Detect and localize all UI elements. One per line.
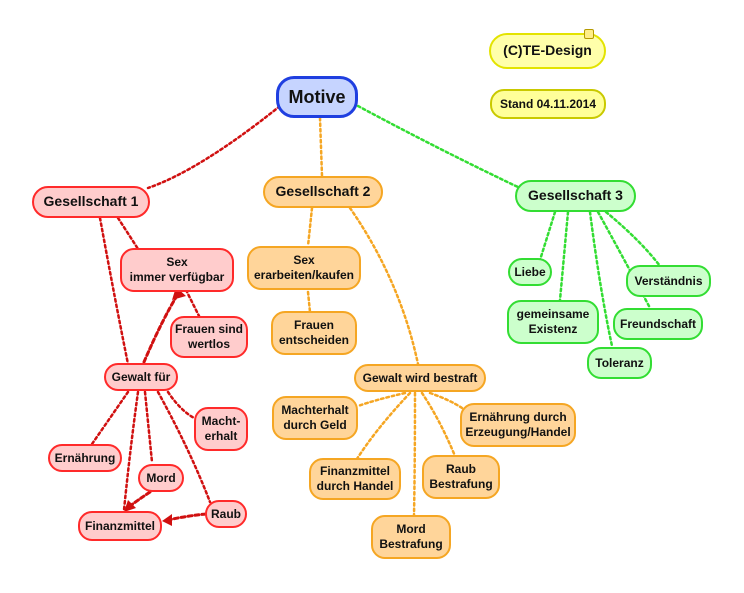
node-g1-frauen[interactable]: Frauen sind wertlos	[170, 316, 248, 358]
node-copyright[interactable]: (C)TE-Design	[489, 33, 606, 69]
link-gewalt-macht	[166, 390, 196, 420]
node-g1[interactable]: Gesellschaft 1	[32, 186, 150, 218]
node-g2-gewalt[interactable]: Gewalt wird bestraft	[354, 364, 486, 392]
node-g3-freundschaft[interactable]: Freundschaft	[613, 308, 703, 340]
node-g1-sex[interactable]: Sex immer verfügbar	[120, 248, 234, 292]
link-g3-freundschaft	[596, 210, 652, 310]
node-g2-finanz[interactable]: Finanzmittel durch Handel	[309, 458, 401, 500]
link-gewalt-mord	[143, 390, 154, 464]
arrow-finanz-raub	[162, 514, 172, 526]
link-gewalt-ernaehrung	[90, 390, 130, 446]
node-g1-finanz[interactable]: Finanzmittel	[78, 511, 162, 541]
note-handle-icon[interactable]	[584, 29, 594, 39]
link-g3-existenz	[558, 210, 570, 302]
node-g1-ernaehrung[interactable]: Ernährung	[48, 444, 122, 472]
link-motive-g3	[356, 104, 522, 190]
link-g2-sex	[306, 206, 314, 248]
node-g2-ernaehrung[interactable]: Ernährung durch Erzeugung/Handel	[460, 403, 576, 447]
link-gewalt2-raub	[420, 391, 457, 458]
link-g2sex-frauen	[306, 290, 312, 314]
link-gewalt2-macht	[356, 391, 407, 408]
link-g3-verstaendnis	[604, 210, 662, 268]
node-g1-gewalt[interactable]: Gewalt für	[104, 363, 178, 391]
link-g3-liebe	[538, 210, 557, 262]
node-g3[interactable]: Gesellschaft 3	[515, 180, 636, 212]
node-g2-frauen[interactable]: Frauen entscheiden	[271, 311, 357, 355]
link-gewalt-finanz	[122, 390, 140, 512]
node-g2-sex[interactable]: Sex erarbeiten/kaufen	[247, 246, 361, 290]
node-stand[interactable]: Stand 04.11.2014	[490, 89, 606, 119]
link-gewalt2-mord	[412, 391, 417, 518]
node-g2[interactable]: Gesellschaft 2	[263, 176, 383, 208]
arrow-finanz-mord	[124, 500, 136, 512]
link-g2-gewalt	[348, 206, 420, 366]
node-g2-raub[interactable]: Raub Bestrafung	[422, 455, 500, 499]
link-mord-finanz	[128, 490, 152, 508]
link-g1-sex	[116, 216, 142, 254]
node-g1-macht[interactable]: Macht- erhalt	[194, 407, 248, 451]
link-g1-gewalt	[98, 216, 130, 366]
node-g3-toleranz[interactable]: Toleranz	[587, 347, 652, 379]
node-g3-verstaendnis[interactable]: Verständnis	[626, 265, 711, 297]
node-g3-liebe[interactable]: Liebe	[508, 258, 552, 286]
link-gewalt2-finanz	[353, 391, 412, 464]
link-gewalt2-ernaehrung	[428, 391, 464, 410]
link-sex-frauen	[184, 288, 202, 320]
node-g3-existenz[interactable]: gemeinsame Existenz	[507, 300, 599, 344]
link-motive-g1	[146, 104, 282, 190]
node-g1-raub[interactable]: Raub	[205, 500, 247, 528]
node-g2-macht[interactable]: Machterhalt durch Geld	[272, 396, 358, 440]
link-gewalt-raub	[156, 390, 212, 504]
link-raub-finanz	[166, 512, 208, 522]
link-motive-g2	[318, 116, 324, 178]
node-g2-mord[interactable]: Mord Bestrafung	[371, 515, 451, 559]
link-g3-toleranz	[588, 210, 614, 348]
node-motive[interactable]: Motive	[276, 76, 358, 118]
node-g1-mord[interactable]: Mord	[138, 464, 184, 492]
